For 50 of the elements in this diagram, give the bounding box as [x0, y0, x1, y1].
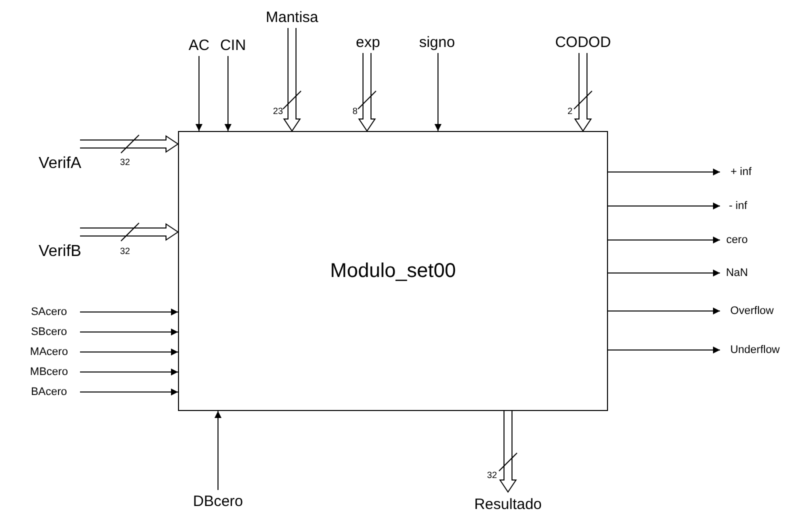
signal-label: signo: [419, 34, 455, 52]
signal-label: Overflow: [730, 304, 774, 318]
signal-arrow: [80, 388, 178, 396]
bus-width-label: 32: [120, 247, 130, 257]
bus-arrow: [499, 410, 517, 493]
signal-arrow: [608, 346, 720, 354]
signal-label: cero: [726, 234, 748, 246]
bus-width-label: 2: [568, 107, 572, 117]
bus-arrow: [358, 52, 376, 132]
signal-label: DBcero: [192, 494, 244, 510]
signal-label: VerifB: [38, 243, 82, 261]
signal-label: MBcero: [30, 366, 68, 378]
signal-arrow: [608, 236, 720, 244]
signal-label: MAcero: [30, 346, 68, 358]
signal-label: VerifA: [38, 155, 82, 173]
bus-width-label: 32: [120, 158, 130, 168]
signal-label: exp: [356, 34, 380, 52]
bus-width-label: 32: [487, 471, 497, 481]
signal-label: CODOD: [555, 34, 611, 52]
signal-arrow: [434, 52, 442, 132]
signal-label: - inf: [728, 200, 748, 212]
signal-arrow: [80, 308, 178, 316]
signal-label: NaN: [726, 266, 748, 280]
signal-arrow: [80, 348, 178, 356]
signal-label: Resultado: [474, 496, 542, 514]
signal-label: Underflow: [730, 344, 780, 356]
signal-label: AC: [188, 38, 210, 54]
signal-arrow: [214, 410, 222, 490]
module-name: Modulo_set00: [330, 260, 456, 282]
signal-arrow: [80, 368, 178, 376]
signal-label: SAcero: [30, 306, 68, 318]
signal-arrow: [196, 56, 202, 132]
bus-arrow: [283, 28, 301, 132]
signal-arrow: [224, 56, 232, 132]
signal-arrow: [608, 270, 720, 276]
bus-width-label: 8: [352, 107, 358, 117]
bus-width-label: 23: [273, 107, 283, 117]
module-block: [178, 131, 608, 411]
signal-arrow: [80, 328, 178, 336]
signal-label: SBcero: [30, 326, 68, 338]
signal-label: + inf: [730, 166, 752, 178]
bus-arrow: [80, 223, 179, 241]
signal-arrow: [608, 202, 720, 210]
signal-arrow: [608, 168, 720, 176]
signal-label: BAcero: [30, 386, 68, 398]
signal-arrow: [608, 308, 720, 314]
signal-label: CIN: [220, 38, 246, 54]
bus-arrow: [574, 52, 592, 132]
bus-arrow: [80, 135, 179, 153]
signal-label: Mantisa: [266, 10, 318, 26]
